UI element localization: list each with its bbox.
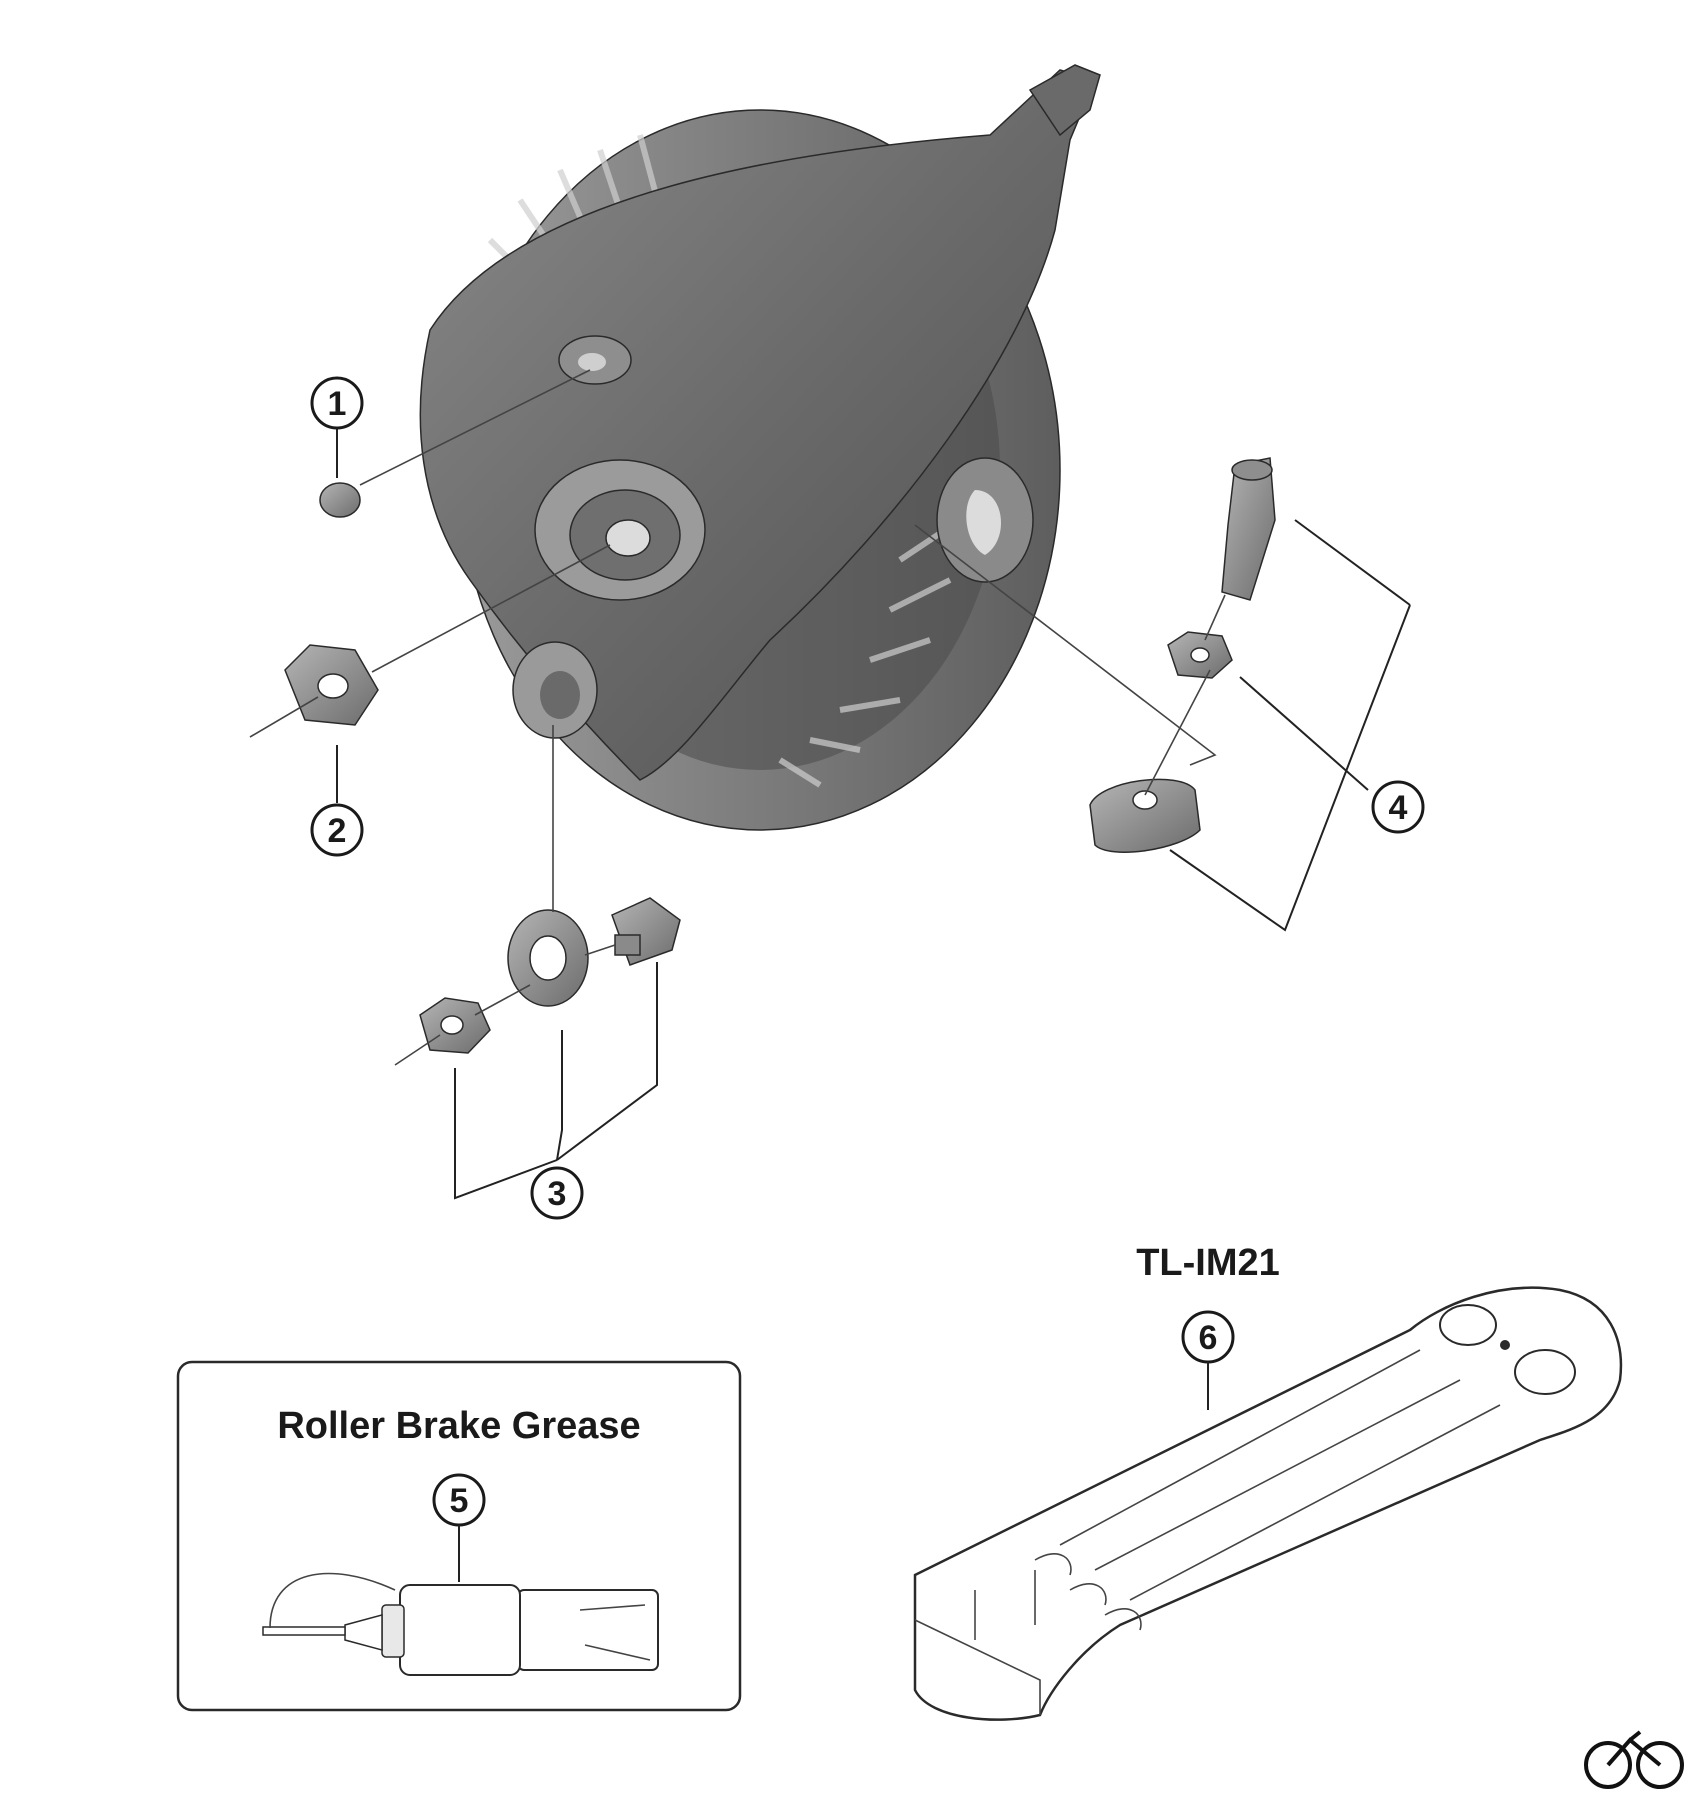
callout-3: 3 [530, 1166, 584, 1220]
grease-box: Roller Brake Grease 5 [176, 1360, 742, 1712]
callout-6-label: 6 [1199, 1319, 1218, 1357]
grease-bottle [262, 1572, 659, 1676]
brake-cover-plate [419, 69, 1097, 781]
part-4-cable-adjuster-set [914, 457, 1411, 932]
callout-2: 2 [310, 803, 364, 857]
part-3-fastener-set [394, 725, 681, 1200]
part-2-hex-nut [249, 544, 611, 803]
callout-2-label: 2 [328, 812, 347, 850]
tool-tl-im21: TL-IM21 6 [913, 1242, 1623, 1721]
callout-3-label: 3 [548, 1175, 567, 1213]
callout-4: 4 [1371, 780, 1425, 834]
grease-box-title: Roller Brake Grease [277, 1405, 640, 1447]
tool-title: TL-IM21 [1136, 1242, 1280, 1284]
tool-body [913, 1286, 1623, 1721]
roller-brake-assembly [419, 64, 1101, 831]
callout-1-label: 1 [328, 385, 347, 423]
callout-6: 6 [1181, 1310, 1235, 1364]
callout-1: 1 [310, 376, 364, 430]
part-1-cap [319, 369, 591, 518]
callout-5-label: 5 [450, 1482, 469, 1520]
tool-hole-bottom [1514, 1349, 1576, 1395]
tool-hole-top [1439, 1304, 1497, 1346]
callout-5: 5 [432, 1473, 486, 1527]
reaction-arm [1028, 64, 1101, 137]
bicycle-logo-icon [1584, 1730, 1684, 1789]
callout-4-label: 4 [1389, 789, 1408, 827]
